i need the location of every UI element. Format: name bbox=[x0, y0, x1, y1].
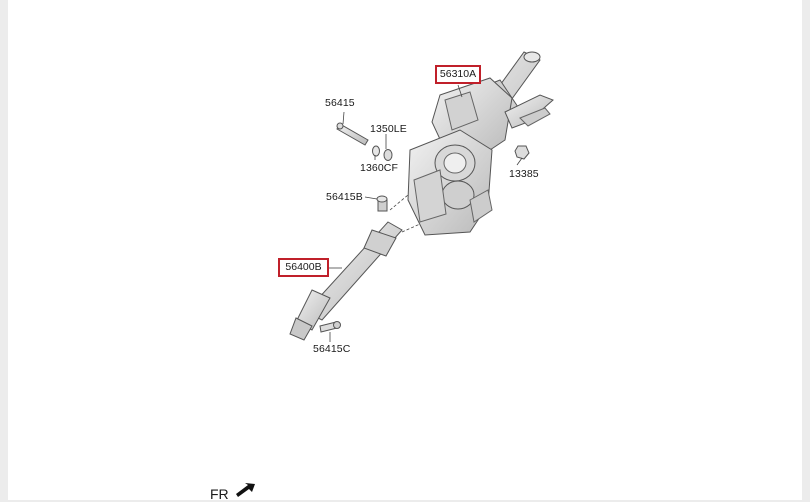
part-label-56415c[interactable]: 56415C bbox=[313, 343, 351, 355]
nut-13385-drawing bbox=[514, 145, 530, 160]
leader-lines bbox=[328, 84, 523, 342]
intermediate-shaft bbox=[289, 221, 403, 341]
part-label-56400b[interactable]: 56400B bbox=[278, 258, 329, 277]
washer-drawing bbox=[372, 145, 393, 161]
front-arrow-icon bbox=[236, 483, 255, 497]
part-label-56310a[interactable]: 56310A bbox=[435, 65, 481, 84]
part-label-56415b[interactable]: 56415B bbox=[326, 191, 363, 203]
part-label-1350le[interactable]: 1350LE bbox=[370, 123, 407, 135]
bolt-56415-drawing bbox=[336, 122, 369, 146]
diagram-panel bbox=[8, 0, 802, 500]
part-label-1360cf[interactable]: 1360CF bbox=[360, 162, 398, 174]
part-label-56415[interactable]: 56415 bbox=[325, 97, 355, 109]
tilt-lever bbox=[504, 94, 554, 129]
bolt-56415b-drawing bbox=[376, 195, 388, 212]
part-label-13385[interactable]: 13385 bbox=[509, 168, 539, 180]
front-direction-label: FR bbox=[210, 486, 229, 502]
eps-motor-unit bbox=[407, 129, 493, 236]
bolt-56415c-drawing bbox=[319, 321, 341, 333]
